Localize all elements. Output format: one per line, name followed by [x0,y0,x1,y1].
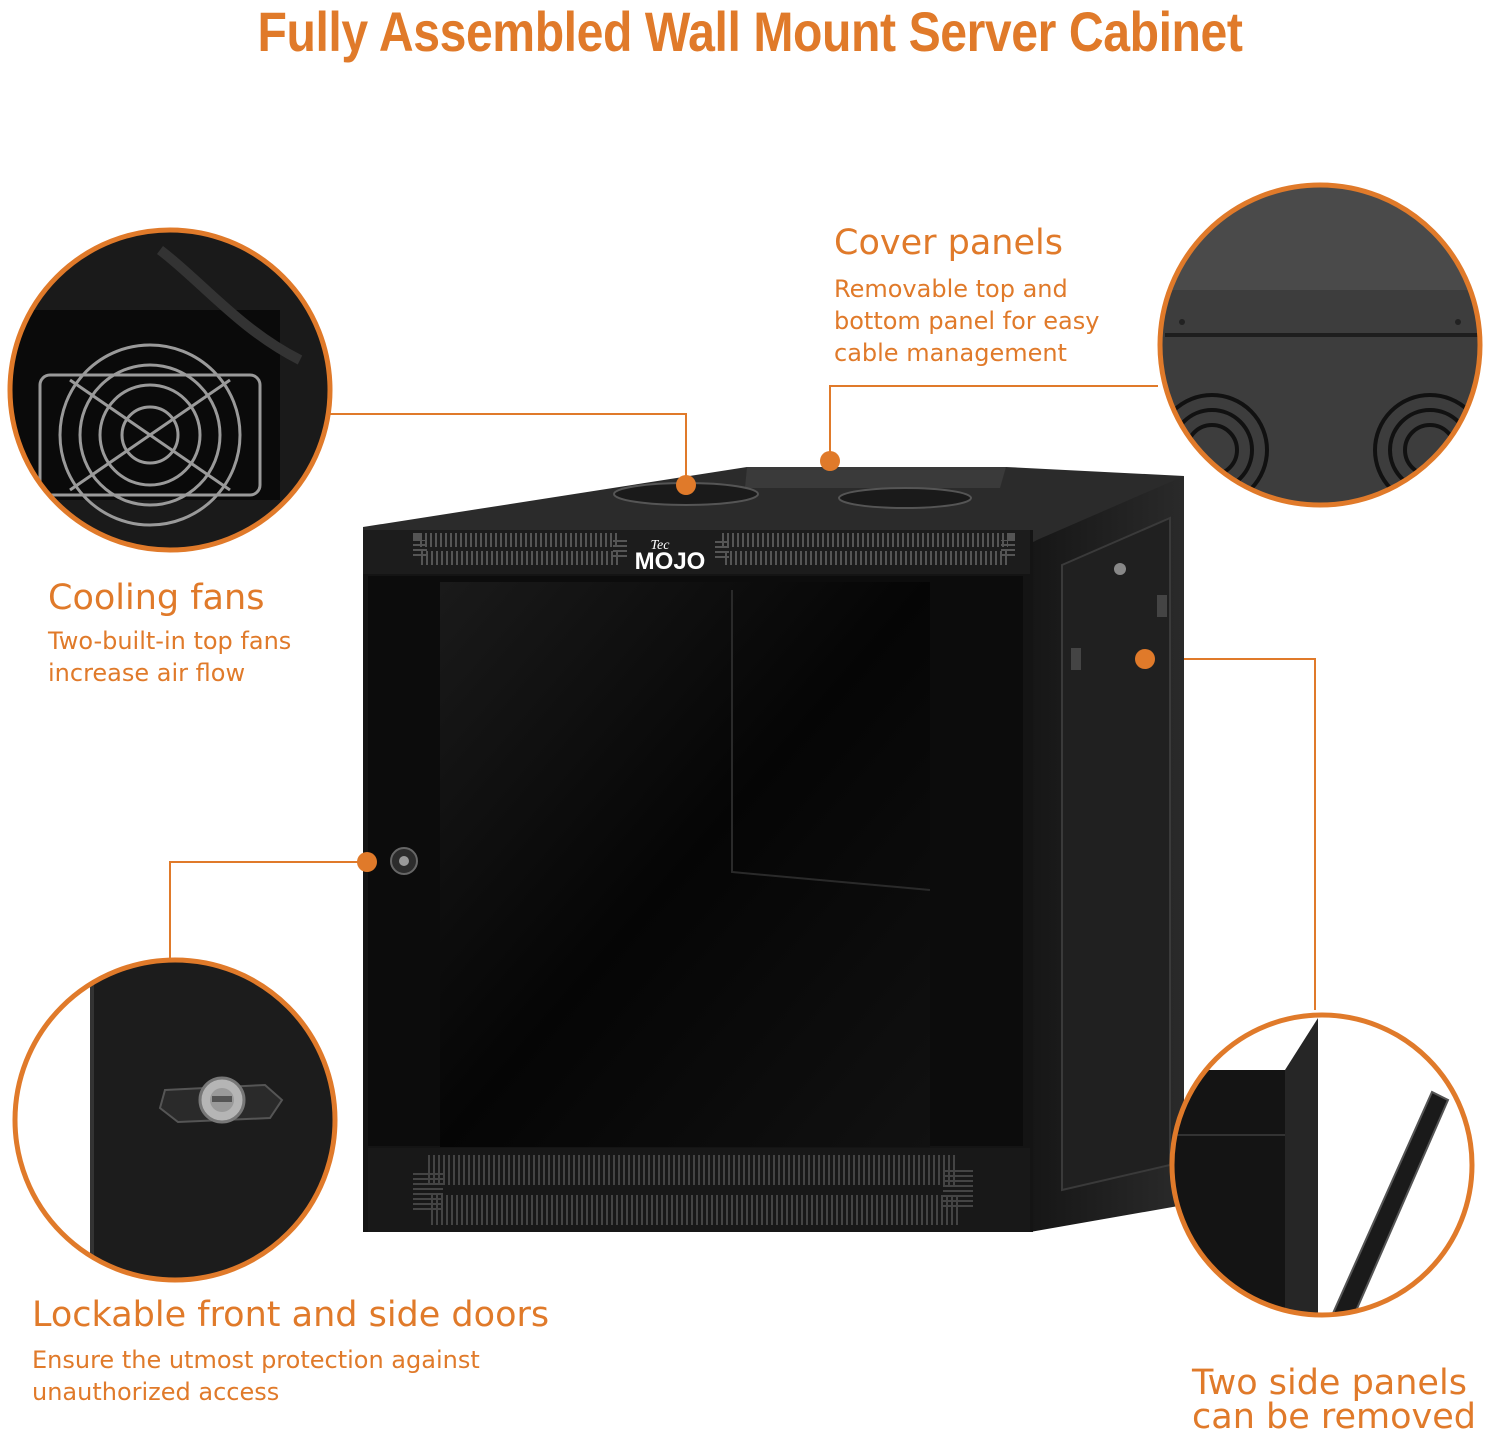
side-door [1061,516,1171,1192]
side-panels-description: Two side panels can be removed [1192,1363,1476,1437]
connector-lines [169,385,1316,1010]
cover-panels-line: cable management [834,339,1067,367]
brand-logo-tec: Tec [651,538,671,553]
page-title: Fully Assembled Wall Mount Server Cabine… [257,0,1243,63]
cover-panel [745,467,1006,488]
lockable-doors-line: Ensure the utmost protection against [32,1346,480,1374]
cooling-fans-heading: Cooling fans [48,578,265,618]
cover-panel-detail [1157,182,1483,508]
cover-panels-description: Removable top and bottom panel for easy … [834,273,1099,369]
cooling-fans-description: Two-built-in top fans increase air flow [48,625,291,689]
brand-logo-mojo: MOJO [635,548,706,575]
front-door-lock-icon [390,847,418,875]
top-fan-right [838,487,972,509]
fan-guard-icon [38,343,262,527]
lockable-doors-description: Ensure the utmost protection against una… [32,1344,480,1408]
cooling-fan-detail [7,227,333,553]
side-panels-connector [1145,658,1316,1010]
cover-panels-connector [829,385,1158,461]
side-panels-line: can be removed [1192,1397,1476,1437]
lockable-doors-connector [169,861,367,958]
lockable-doors-heading: Lockable front and side doors [32,1295,550,1335]
side-lock-icon [1114,563,1126,575]
door-glass [440,582,930,1147]
cooling-fans-connector [330,413,687,485]
key-lock-icon [158,1076,284,1124]
cover-panels-line: bottom panel for easy [834,307,1100,335]
cover-panels-heading: Cover panels [834,223,1063,263]
connector-dots [357,451,1155,872]
lock-detail [12,957,338,1283]
server-cabinet: Tec MOJO [363,467,1184,1232]
lockable-doors-dot [357,852,377,872]
cooling-fans-line: Two-built-in top fans [48,627,292,655]
side-panels-line: Two side panels [1192,1363,1467,1403]
side-panel-detail [1169,1012,1475,1318]
cover-panels-dot [820,451,840,471]
side-panels-dot [1135,649,1155,669]
top-vent-slots [413,533,1015,565]
cooling-fans-line: increase air flow [48,659,246,687]
lockable-doors-line: unauthorized access [32,1378,280,1406]
cover-panels-line: Removable top and [834,275,1068,303]
cooling-fans-dot [676,475,696,495]
